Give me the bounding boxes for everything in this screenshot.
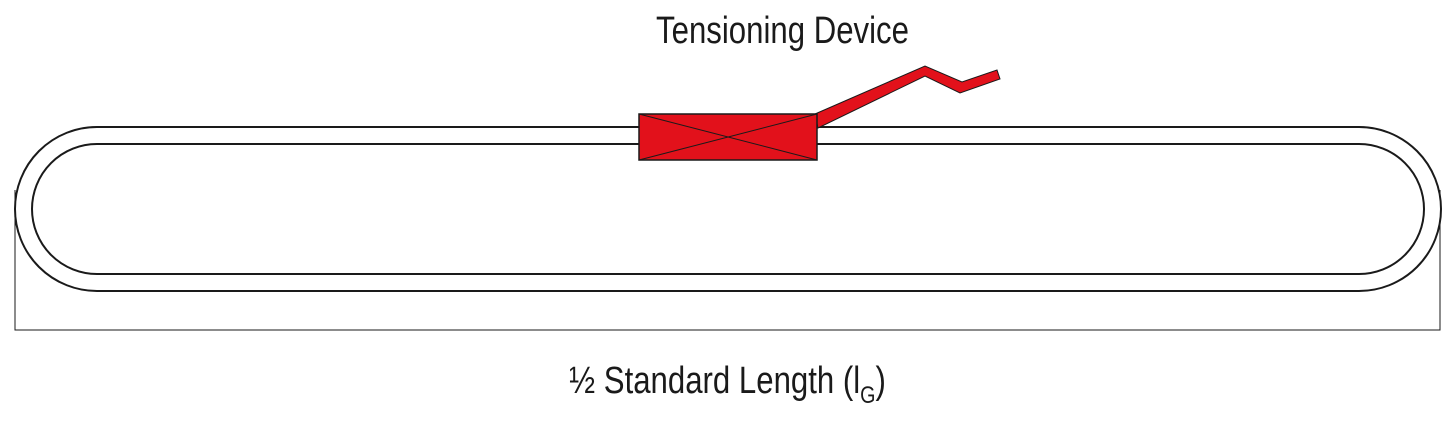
standard-length-label-text: ½ Standard Length (l [569,360,861,402]
length-dimension-bracket [14,190,1441,331]
standard-length-label-suffix: ) [875,360,886,402]
strap-loop-inner [31,143,1425,275]
tensioning-device-label: Tensioning Device [600,12,965,50]
tensioning-device-label-text: Tensioning Device [656,10,909,52]
tensioning-device-cross-b [638,113,818,161]
tensioning-handle [814,65,1001,129]
standard-length-label: ½ Standard Length (lG) [475,360,979,408]
standard-length-subscript: G [860,382,876,409]
